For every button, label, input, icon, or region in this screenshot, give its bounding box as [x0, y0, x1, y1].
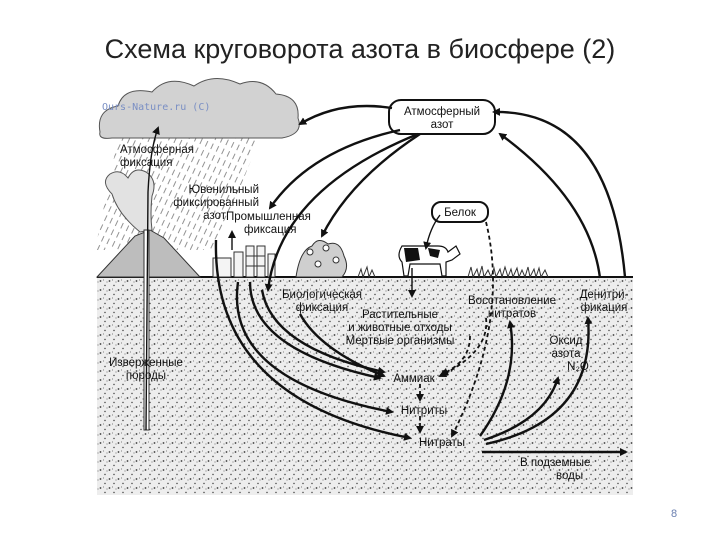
svg-text:Ювенильный: Ювенильный — [188, 184, 259, 196]
arrow-atmosphere-to-cloud — [298, 104, 393, 126]
arrow-igneous-to-atmosphere — [145, 126, 160, 431]
slide-title: Схема круговорота азота в биосфере (2) — [104, 34, 616, 64]
protein-label: Белок — [444, 207, 477, 219]
svg-text:фиксация: фиксация — [120, 157, 172, 169]
nitrates-label: Нитраты — [419, 437, 465, 449]
arrow-atmosphere-to-biofix — [264, 132, 419, 292]
svg-text:N₂O: N₂O — [567, 361, 589, 373]
groundwater-label: В подземные воды — [520, 457, 590, 482]
arrow-nitrates-to-reduction — [479, 320, 515, 437]
arrow-nitrates-to-n2o — [483, 376, 561, 442]
arrow-fixation-to-nitrates — [214, 239, 412, 441]
atmospheric-nitrogen-label: Атмосферный азот — [404, 106, 480, 131]
svg-text:фикация: фикация — [581, 302, 628, 314]
arrow-wastes-to-ammonia-dash — [440, 335, 471, 376]
industrial-fixation-label: Промышленная фиксация — [226, 211, 311, 236]
svg-text:и животные отходы: и животные отходы — [348, 322, 451, 334]
atmospheric-fixation-label: Атмосферная фиксация — [120, 144, 194, 169]
svg-text:Атмосферная: Атмосферная — [120, 144, 194, 156]
cloud-icon — [98, 78, 300, 139]
arrow-biofix-to-ammonia-1 — [248, 281, 382, 381]
denitrification-label: Денитри- фикация — [580, 289, 629, 314]
svg-text:породы: породы — [126, 370, 166, 382]
igneous-rocks-label: Извер­женные породы — [109, 357, 183, 382]
svg-text:В подземные: В подземные — [520, 457, 590, 469]
arrow-protein-to-nitrates — [451, 221, 494, 438]
svg-text:Атмосферный: Атмосферный — [404, 106, 480, 118]
juvenile-nitrogen-label: Ювенильный фиксированный азот — [173, 184, 259, 222]
arrow-atmosphere-to-fixation — [268, 128, 401, 210]
svg-text:Биологическая: Биологическая — [282, 289, 362, 301]
soil-layer — [97, 278, 633, 495]
plant-icon — [295, 240, 348, 278]
watermark: Ours-Nature.ru (C) — [102, 102, 210, 113]
svg-text:Оксид: Оксид — [550, 335, 583, 347]
svg-text:азота: азота — [551, 348, 581, 360]
biological-fixation-label: Биологическая фиксация — [282, 289, 362, 314]
svg-text:Растительные: Растительные — [362, 309, 438, 321]
protein-box — [431, 201, 489, 223]
svg-text:азот: азот — [203, 210, 227, 222]
svg-text:Промышленная: Промышленная — [226, 211, 311, 223]
arrow-nitrates-to-denitrification — [485, 316, 593, 446]
arrow-protein-to-cow — [423, 214, 441, 250]
svg-text:Денитри-: Денитри- — [580, 289, 629, 301]
svg-text:Мертвые организмы: Мертвые организмы — [346, 335, 455, 347]
arrow-denitrification-to-atmosphere — [498, 132, 602, 279]
arrow-atmosphere-to-factory — [320, 132, 421, 238]
nitrites-label: Нитриты — [401, 405, 447, 417]
svg-text:воды: воды — [556, 470, 583, 482]
page-number: 8 — [670, 508, 678, 520]
cow-icon — [398, 245, 461, 277]
svg-text:Извер­женные: Извер­женные — [109, 357, 183, 369]
svg-text:фиксация: фиксация — [296, 302, 348, 314]
svg-text:фиксированный: фиксированный — [173, 197, 259, 209]
smoke-icon — [105, 169, 155, 233]
wastes-label: Растительные и животные отходы Мертвые о… — [346, 309, 455, 347]
nitrous-oxide-label: Оксид азота N₂O — [550, 335, 589, 373]
svg-text:азот: азот — [431, 119, 455, 131]
grass-icon — [357, 265, 549, 279]
ammonia-label: Аммиак — [393, 373, 435, 385]
atmospheric-nitrogen-box — [388, 99, 496, 135]
factory-icon — [212, 245, 276, 278]
svg-text:нитратов: нитратов — [488, 308, 536, 320]
arrow-biofix-to-ammonia-3 — [235, 281, 394, 415]
svg-text:Восстановление: Восстановление — [468, 295, 556, 307]
nitrate-reduction-label: Восстановление нитратов — [468, 295, 556, 320]
arrow-wastes-to-ammonia — [298, 313, 386, 378]
arrow-outer-return — [492, 107, 627, 278]
svg-text:фиксация: фиксация — [244, 224, 296, 236]
